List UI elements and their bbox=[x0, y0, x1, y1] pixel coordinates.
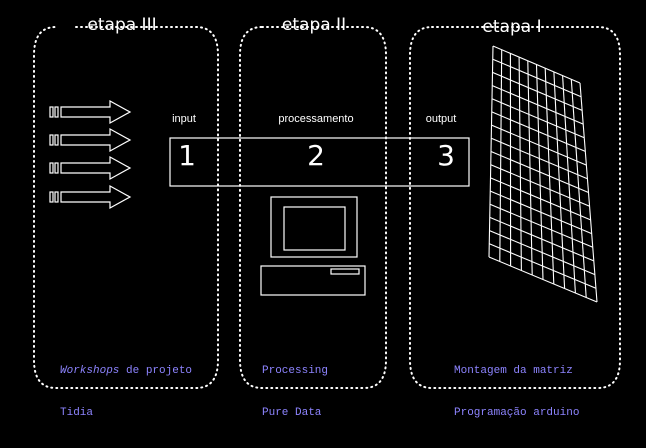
caption-line-1: Workshops de projeto bbox=[60, 364, 192, 378]
stage-title-i: etapa I bbox=[482, 17, 541, 37]
caption-line-1: Processing bbox=[262, 364, 328, 378]
caption-line-2: Tidia bbox=[60, 406, 192, 420]
caption-line-2: Pure Data bbox=[262, 406, 328, 420]
diagram: etapa III etapa II etapa I input process… bbox=[0, 0, 646, 417]
stage-title-ii: etapa II bbox=[282, 15, 346, 35]
caption-text: de projeto bbox=[119, 365, 192, 377]
led-matrix-icon bbox=[489, 46, 597, 302]
computer-icon bbox=[261, 197, 365, 295]
pipeline-number-1: 1 bbox=[178, 139, 196, 172]
stage-border-iii bbox=[34, 27, 218, 388]
arrow-icon bbox=[50, 186, 130, 208]
caption-emphasis: Workshops bbox=[60, 365, 119, 377]
arrow-icon bbox=[50, 101, 130, 123]
pipeline-label-input: input bbox=[172, 113, 196, 125]
stage-title-iii: etapa III bbox=[87, 15, 156, 35]
stage-caption-i: Montagem da matriz Programação arduino bbox=[454, 336, 579, 448]
caption-line-2: Programação arduino bbox=[454, 406, 579, 420]
pipeline-label-output: output bbox=[426, 113, 457, 125]
pipeline-number-3: 3 bbox=[437, 139, 455, 172]
stage-border-i bbox=[410, 27, 620, 388]
pipeline-label-processing: processamento bbox=[278, 113, 353, 125]
arrow-icon bbox=[50, 129, 130, 151]
stage-caption-ii: Processing Pure Data bbox=[262, 336, 328, 448]
input-arrows bbox=[50, 101, 130, 208]
caption-line-1: Montagem da matriz bbox=[454, 364, 579, 378]
arrow-icon bbox=[50, 157, 130, 179]
stage-caption-iii: Workshops de projeto Tidia bbox=[60, 336, 192, 448]
pipeline-number-2: 2 bbox=[307, 139, 325, 172]
